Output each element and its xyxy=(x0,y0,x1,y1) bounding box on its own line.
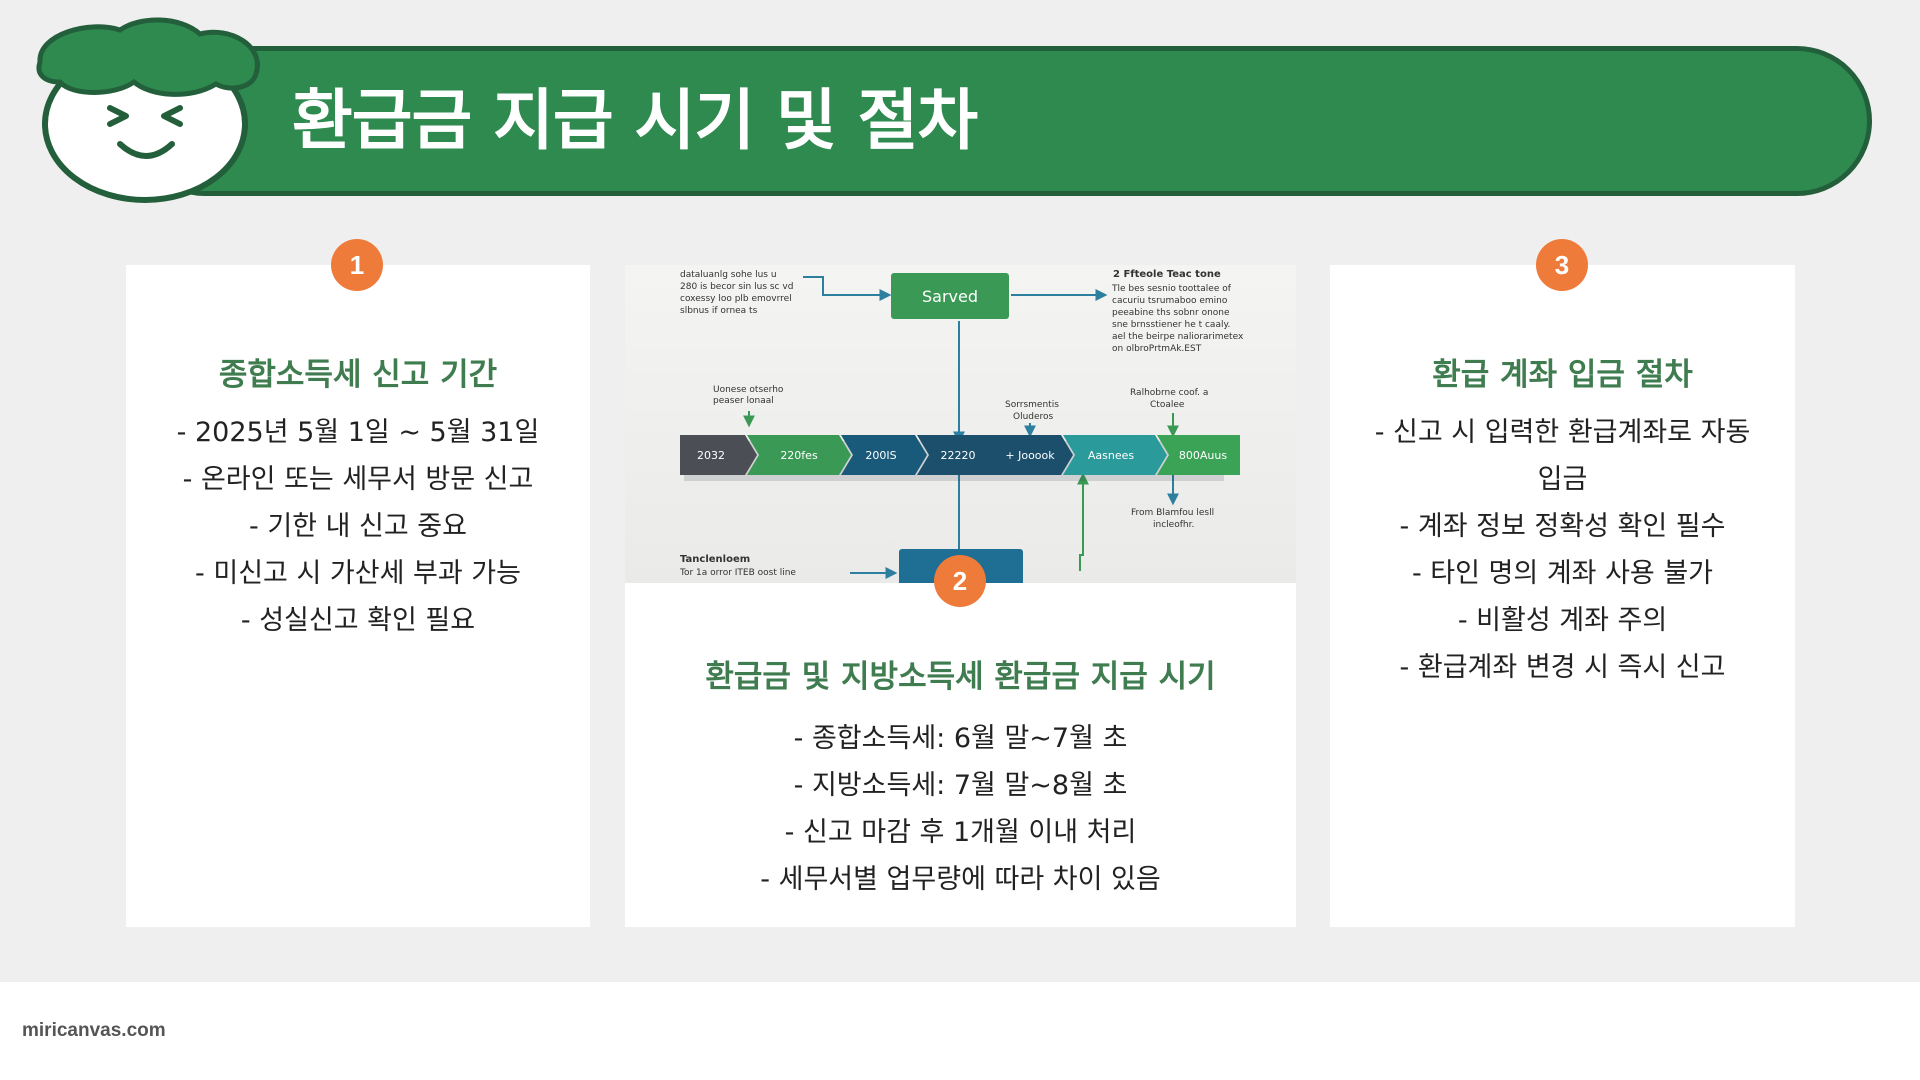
svg-text:Uonese otserho: Uonese otserho xyxy=(713,385,784,395)
list-item: - 온라인 또는 세무서 방문 신고 xyxy=(182,464,534,495)
svg-text:ael the beirpe naliorarimetex: ael the beirpe naliorarimetex xyxy=(1112,332,1244,342)
svg-text:Tor 1a orror ITEB oost line: Tor 1a orror ITEB oost line xyxy=(679,568,796,578)
list-item: - 종합소득세: 6월 말~7월 초 xyxy=(793,723,1128,754)
svg-text:incleofhr.: incleofhr. xyxy=(1153,520,1194,530)
card-title: 종합소득세 신고 기간 xyxy=(218,357,498,393)
timeline-label: 22220 xyxy=(941,449,976,462)
process-flow-illustration: dataluanlg sohe lus u 280 is becor sin l… xyxy=(625,265,1296,583)
timeline-label: 200IS xyxy=(865,449,896,462)
list-item: - 비활성 계좌 주의 xyxy=(1457,605,1668,636)
svg-text:From Blamfou lesll: From Blamfou lesll xyxy=(1131,508,1214,518)
list-item: - 환급계좌 변경 시 즉시 신고 xyxy=(1399,652,1726,683)
card-title: 환급금 및 지방소득세 환급금 지급 시기 xyxy=(705,659,1216,695)
svg-text:Sorrsmentis: Sorrsmentis xyxy=(1005,400,1059,410)
footer xyxy=(0,982,1920,1080)
svg-text:sne brnsstiener he t caaly.: sne brnsstiener he t caaly. xyxy=(1112,320,1230,330)
list-item: - 타인 명의 계좌 사용 불가 xyxy=(1411,558,1714,589)
diagram-top-box-label: Sarved xyxy=(922,287,978,306)
footer-brand: miricanvas.com xyxy=(22,1020,166,1041)
timeline-label: + Jooook xyxy=(1005,449,1055,462)
list-item: - 성실신고 확인 필요 xyxy=(240,605,476,636)
timeline-label: 220fes xyxy=(780,449,818,462)
card-list: - 종합소득세: 6월 말~7월 초 - 지방소득세: 7월 말~8월 초 - … xyxy=(645,715,1276,903)
svg-text:2 Ffteole Teac tone: 2 Ffteole Teac tone xyxy=(1113,269,1221,280)
card-filing-period: 종합소득세 신고 기간 - 2025년 5월 1일 ~ 5월 31일 - 온라인… xyxy=(126,265,590,927)
svg-text:peeabine ths sobnr onone: peeabine ths sobnr onone xyxy=(1112,308,1230,318)
svg-text:peaser lonaal: peaser lonaal xyxy=(713,396,774,406)
list-item: - 2025년 5월 1일 ~ 5월 31일 xyxy=(176,417,540,448)
card-list: - 신고 시 입력한 환급계좌로 자동 입금 - 계좌 정보 정확성 확인 필수… xyxy=(1360,409,1765,691)
timeline-label: 2032 xyxy=(697,449,725,462)
svg-text:Tle bes sesnio toottalee of: Tle bes sesnio toottalee of xyxy=(1111,284,1232,294)
svg-text:Oluderos: Oluderos xyxy=(1013,412,1054,422)
page-title: 환급금 지급 시기 및 절차 xyxy=(292,82,978,159)
svg-text:Ctoalee: Ctoalee xyxy=(1150,400,1185,410)
svg-text:cacuriu tsrumaboo emino: cacuriu tsrumaboo emino xyxy=(1112,296,1228,306)
list-item: - 지방소득세: 7월 말~8월 초 xyxy=(793,770,1128,801)
svg-text:280 is becor sin lus sc vd: 280 is becor sin lus sc vd xyxy=(680,282,793,292)
list-item: - 계좌 정보 정확성 확인 필수 xyxy=(1399,511,1726,542)
svg-text:Ralhobrne coof. a: Ralhobrne coof. a xyxy=(1130,388,1208,398)
card-list: - 2025년 5월 1일 ~ 5월 31일 - 온라인 또는 세무서 방문 신… xyxy=(146,409,570,644)
list-item: - 신고 시 입력한 환급계좌로 자동 입금 xyxy=(1374,417,1751,495)
timeline-label: Aasnees xyxy=(1088,449,1135,462)
step-badge-2: 2 xyxy=(934,555,986,607)
list-item: - 신고 마감 후 1개월 이내 처리 xyxy=(784,817,1137,848)
list-item: - 기한 내 신고 중요 xyxy=(249,511,467,542)
title-banner xyxy=(130,46,1872,196)
card-refund-deposit: 환급 계좌 입금 절차 - 신고 시 입력한 환급계좌로 자동 입금 - 계좌 … xyxy=(1330,265,1795,927)
timeline-label: 800Auus xyxy=(1179,449,1227,462)
svg-text:slbnus if ornea ts: slbnus if ornea ts xyxy=(680,306,758,316)
step-badge-1: 1 xyxy=(331,239,383,291)
card-title: 환급 계좌 입금 절차 xyxy=(1432,357,1693,393)
winking-face-mascot-icon xyxy=(36,17,260,203)
svg-text:Tanclenloem: Tanclenloem xyxy=(680,554,750,565)
svg-text:on olbroPrtmAk.EST: on olbroPrtmAk.EST xyxy=(1112,344,1202,354)
svg-text:coxessy loo plb emovrrel: coxessy loo plb emovrrel xyxy=(680,294,792,304)
list-item: - 미신고 시 가산세 부과 가능 xyxy=(195,558,521,589)
svg-text:dataluanlg sohe lus u: dataluanlg sohe lus u xyxy=(680,270,777,280)
list-item: - 세무서별 업무량에 따라 차이 있음 xyxy=(760,864,1161,895)
step-badge-3: 3 xyxy=(1536,239,1588,291)
